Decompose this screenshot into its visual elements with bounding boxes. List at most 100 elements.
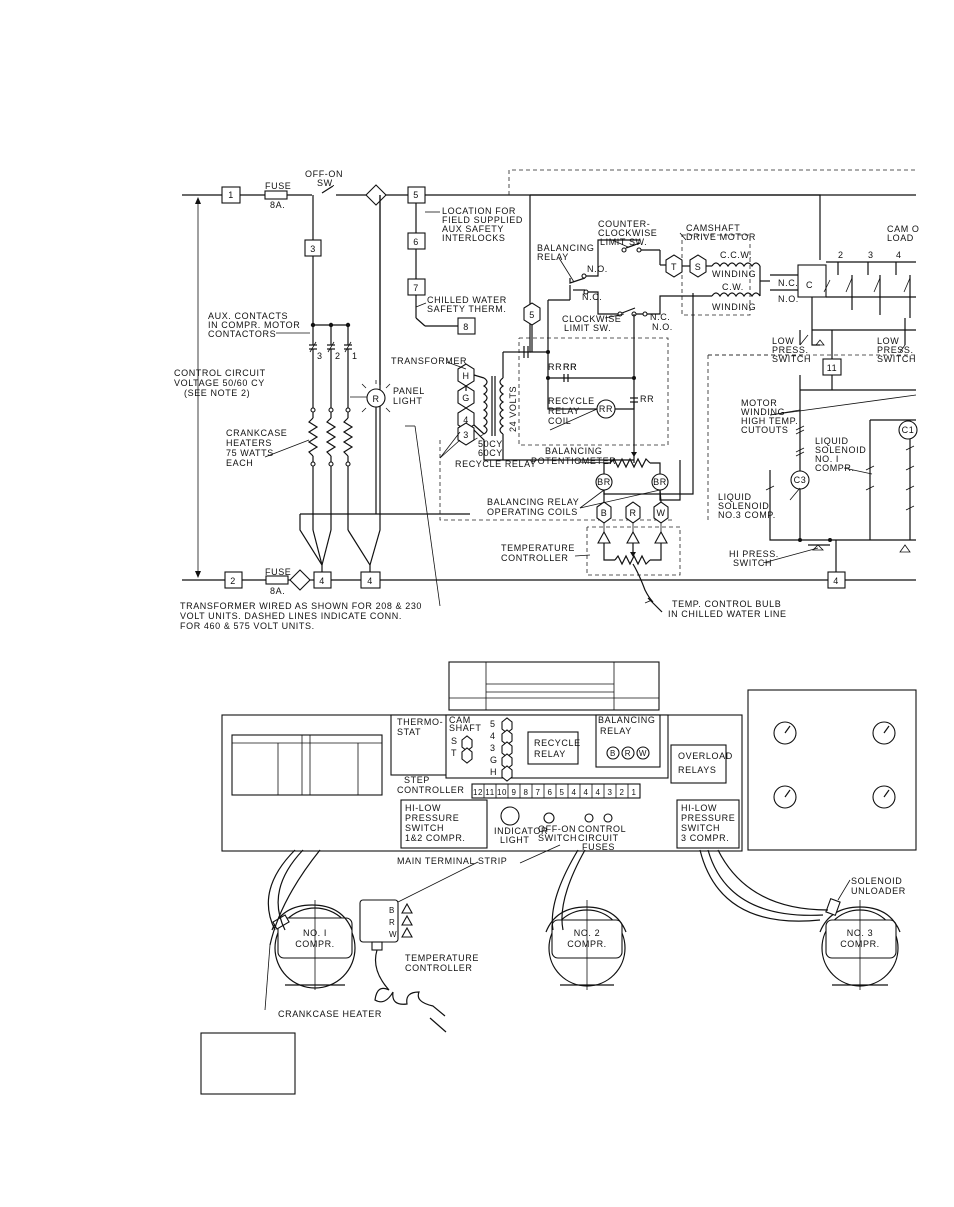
rr-label-2: RR	[563, 362, 577, 372]
hex-col-3: 3	[490, 743, 496, 753]
top-legend-box	[448, 661, 660, 711]
aux-contacts-label-2: IN COMPR. MOTOR	[208, 320, 300, 330]
cw-winding-label-2: WINDING	[712, 302, 756, 312]
hex-col-5: 5	[490, 719, 496, 729]
fuse-1	[584, 813, 594, 823]
transformer-coil	[482, 376, 505, 436]
cw-winding	[711, 292, 761, 298]
transformer-label: TRANSFORMER	[391, 356, 467, 366]
nc-label-1: N.C.	[582, 292, 602, 302]
indicator-label-2: LIGHT	[500, 835, 530, 845]
strip-5: 5	[559, 788, 564, 797]
cam-load-label-2: LOAD	[887, 233, 914, 243]
control-circuit-label-2: VOLTAGE 50/60 CY	[174, 378, 265, 388]
terminal-strip	[471, 783, 641, 799]
step-controller-label-2: CONTROLLER	[397, 785, 465, 795]
temp-bulb-label-1: TEMP. CONTROL BULB	[672, 599, 781, 609]
off-on-label-2: SWITCH	[538, 833, 577, 843]
hex-t-label: T	[671, 262, 677, 272]
coil-c1-label: C1	[902, 425, 915, 435]
strip-4c: 4	[595, 788, 600, 797]
low-press-left-2: PRESS.	[772, 345, 809, 355]
strip-6: 6	[547, 788, 552, 797]
leader-lines	[264, 211, 917, 607]
terminal-4a-label: 4	[319, 576, 325, 586]
cy-label-50: 50CY	[478, 439, 503, 449]
contact-label-3: 3	[317, 351, 323, 361]
overload-label-2: RELAYS	[678, 765, 716, 775]
hi-low-1-label-4: 1&2 COMPR.	[405, 833, 466, 843]
strip-7: 7	[535, 788, 540, 797]
rr-label-3: RR	[563, 362, 577, 372]
chilled-water-label-1: CHILLED WATER	[427, 295, 507, 305]
cam-c: C	[806, 280, 813, 290]
panel-light-rays	[361, 380, 391, 413]
low-press-left-3: SWITCH	[772, 354, 811, 364]
motor-winding-label-1: MOTOR	[741, 398, 777, 408]
motor-winding-label-4: CUTOUTS	[741, 425, 789, 435]
terminal-4c-label: 4	[833, 576, 839, 586]
schematic: 1 2 3 4 4 4 5 6 7 8 11	[174, 169, 919, 631]
hex-col-g: G	[490, 755, 498, 765]
terminal-3-label: 3	[310, 244, 316, 254]
fuses-label-1: CONTROL	[578, 824, 626, 834]
crankcase-heater-label: CRANKCASE HEATER	[278, 1009, 382, 1019]
fuses-label-3: FUSES	[582, 842, 615, 852]
strip-9: 9	[511, 788, 516, 797]
balancing-relay-box-label-1: BALANCING	[598, 715, 655, 725]
no-label-1: N.O.	[587, 264, 608, 274]
compr-2-label-2: COMPR.	[567, 939, 607, 949]
rr-label-1: RR	[548, 362, 562, 372]
note-line-2: VOLT UNITS. DASHED LINES INDICATE CONN.	[180, 611, 402, 621]
hi-low-3-label-3: SWITCH	[681, 823, 720, 833]
off-on-switch-blade	[321, 185, 334, 194]
solenoid-unloader-label-2: UNLOADER	[851, 886, 906, 896]
control-circuit-label-1: CONTROL CIRCUIT	[174, 368, 266, 378]
camshaft-motor-label-2: DRIVE MOTOR	[686, 232, 756, 242]
motor-winding-label-2: WINDING	[741, 407, 785, 417]
cam-switches	[770, 261, 916, 331]
off-on-label-1: OFF-ON	[538, 824, 576, 834]
fuse-top-symbol	[264, 190, 288, 200]
hi-low-switch-1-2	[400, 799, 488, 849]
liquid-solenoid-3-label-3: NO.3 COMP.	[718, 510, 776, 520]
balancing-pot-label-2: POTENTIOMETER	[531, 456, 616, 466]
terminal-1	[221, 186, 241, 204]
brw-small-w: W	[389, 930, 397, 939]
terminal-5-label: 5	[413, 190, 419, 200]
hex-col-h: H	[490, 767, 497, 777]
cw-winding-label-1: C.W.	[722, 282, 744, 292]
aux-contacts-label-1: AUX. CONTACTS	[208, 311, 288, 321]
compr-2-label-1: NO. 2	[574, 928, 601, 938]
strip-1: 1	[631, 788, 636, 797]
step-controller-label-1: STEP	[404, 775, 430, 785]
fuse-top-rating: 8A.	[270, 200, 285, 210]
hex-s	[689, 254, 707, 278]
brw-r: R	[625, 749, 631, 758]
hi-low-1-label-2: PRESSURE	[405, 813, 459, 823]
overload-relays-box	[670, 744, 727, 784]
strip-11: 11	[485, 788, 495, 797]
aux-contacts-label-3: CONTACTORS	[208, 329, 276, 339]
recycle-coil-label-2: RELAY	[548, 406, 580, 416]
hex-h	[457, 363, 475, 387]
balancing-relay-label-2: RELAY	[537, 252, 569, 262]
coil-c1	[898, 420, 918, 440]
fuses-label-2: CIRCUIT	[578, 833, 619, 843]
hex-4-label: 4	[463, 415, 469, 425]
hi-low-3-label-4: 3 COMPR.	[681, 833, 729, 843]
camshaft-label-1: CAM	[449, 715, 471, 725]
overload-label-1: OVERLOAD	[678, 751, 733, 761]
temp-controller-device-label-2: CONTROLLER	[405, 963, 473, 973]
hex-r	[625, 501, 641, 524]
hex-g-label: G	[462, 393, 470, 403]
hi-press-label-2: SWITCH	[733, 558, 772, 568]
junction-diamond-top	[365, 184, 387, 206]
fuse-bottom-label: FUSE	[265, 567, 291, 577]
no-label-2: N.O.	[652, 322, 673, 332]
compr-1-label-1: NO. I	[303, 928, 327, 938]
location-label-4: INTERLOCKS	[442, 233, 506, 243]
off-on-sw-label-1: OFF-ON	[305, 169, 343, 179]
note-line-3: FOR 460 & 575 VOLT UNITS.	[180, 621, 315, 631]
